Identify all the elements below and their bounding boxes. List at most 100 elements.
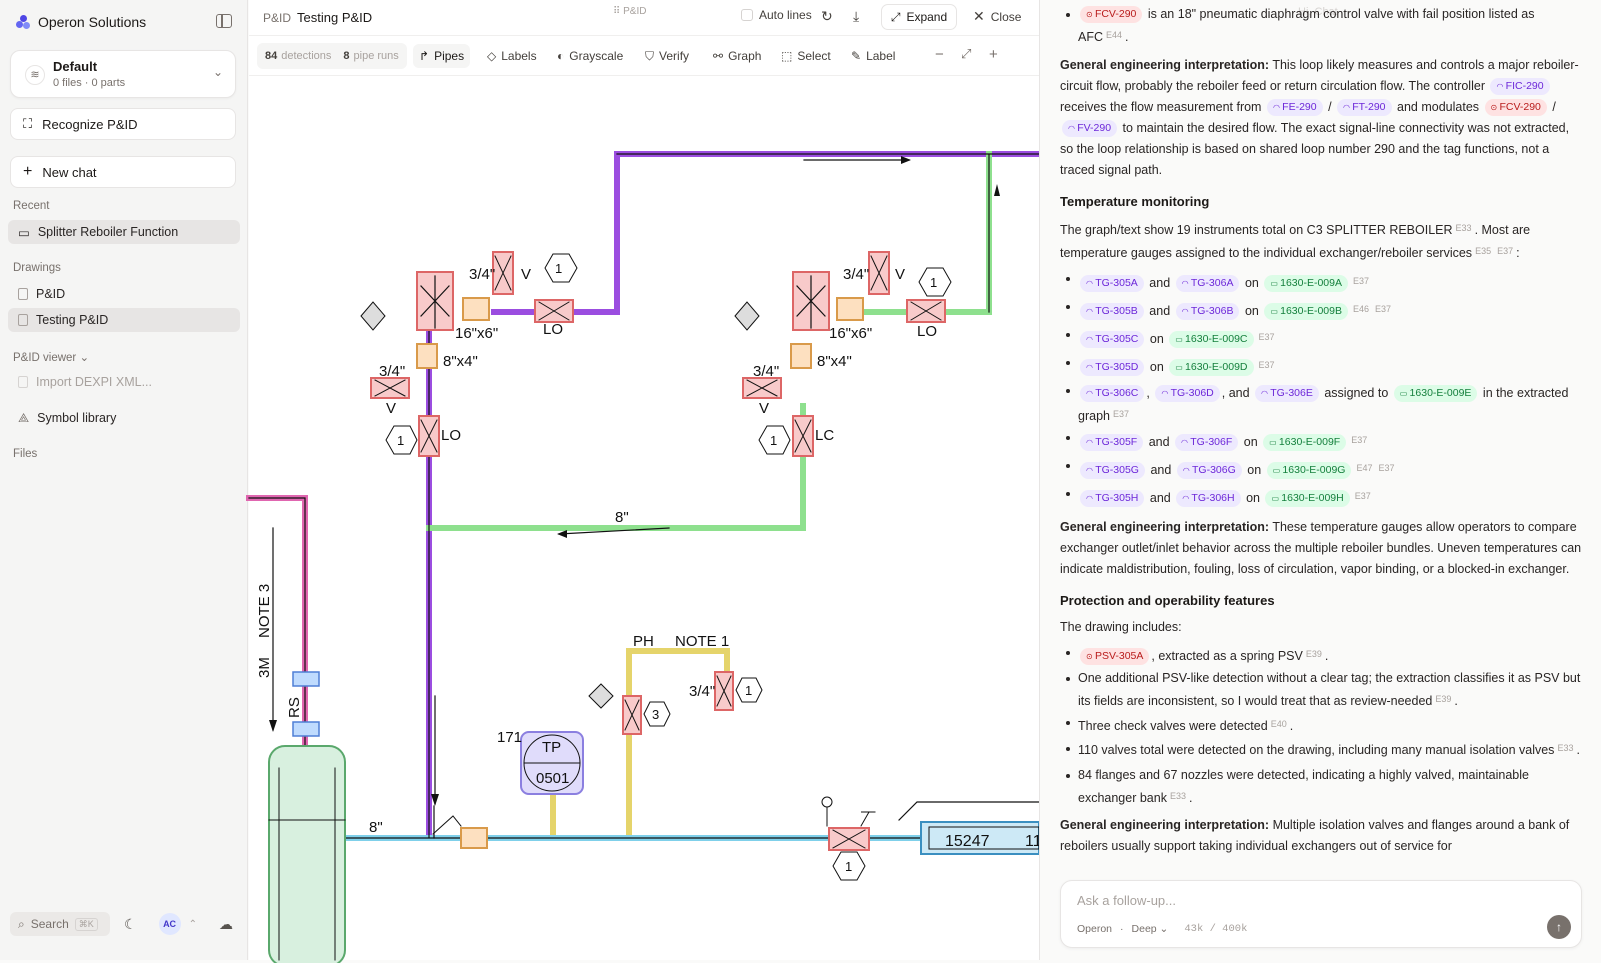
evidence-ref[interactable]: E37 (1378, 463, 1395, 473)
evidence-ref[interactable]: E35 (1475, 246, 1492, 256)
evidence-ref[interactable]: E37 (1375, 304, 1392, 314)
drawing-item-testing-pid[interactable]: Testing P&ID (8, 308, 240, 332)
download-icon[interactable]: ⤓ (853, 8, 860, 24)
zoom-in-icon[interactable]: + (989, 46, 998, 63)
evidence-ref[interactable]: E37 (1112, 409, 1129, 419)
evidence-ref[interactable]: E39 (1435, 694, 1452, 704)
evidence-ref[interactable]: E33 (1557, 743, 1574, 753)
sidebar-toggle-icon[interactable] (216, 14, 232, 28)
tag-chip[interactable]: 1630-E-009B (1264, 303, 1348, 320)
tag-chip[interactable]: TG-306B (1175, 303, 1240, 320)
tag-chip[interactable]: TG-306A (1175, 275, 1240, 292)
workspace-selector[interactable]: ≋ Default 0 files · 0 parts ⌄ (10, 50, 236, 98)
new-chat-button[interactable]: +New chat (10, 156, 236, 188)
close-button[interactable]: ✕Close (973, 8, 1021, 25)
tag-chip[interactable]: 1630-E-009A (1264, 275, 1348, 292)
drag-handle[interactable]: ⠿ P&ID (613, 6, 647, 17)
evidence-ref[interactable]: E37 (1258, 332, 1275, 342)
tag-chip[interactable]: TG-305G (1080, 462, 1145, 479)
auto-lines-toggle[interactable]: Auto lines (741, 8, 812, 22)
tag-chip[interactable]: 1630-E-009E (1393, 385, 1478, 402)
evidence-ref[interactable]: E47 (1356, 463, 1373, 473)
tag-chip[interactable]: TG-306E (1255, 385, 1319, 402)
tag-chip[interactable]: 1630-E-009C (1169, 331, 1254, 348)
tag-chip[interactable]: TG-306H (1176, 490, 1241, 507)
tag-chip[interactable]: TG-306C (1080, 385, 1145, 402)
rs-label: RS (286, 697, 303, 718)
evidence-ref[interactable]: E33 (1169, 791, 1186, 801)
tool-grayscale[interactable]: ◐Grayscale (551, 44, 629, 68)
ph-label: PH (633, 633, 654, 650)
import-dexpi-item[interactable]: Import DEXPI XML... (8, 370, 240, 394)
pid-drawing[interactable]: 3/4" V 1 LO 16"x6" 8"x4" 3/4" V 1 LO 3/4… (246, 76, 1042, 963)
evidence-ref[interactable]: E37 (1351, 435, 1368, 445)
model-selector[interactable]: Operon (1077, 923, 1113, 935)
chat-panel: Hi, Chat FCV-290 is an 18" pneumatic dia… (1039, 0, 1601, 960)
tag-chip[interactable]: TG-306F (1175, 434, 1239, 451)
expand-button[interactable]: ⤢Expand (881, 4, 957, 30)
evidence-ref[interactable]: E33 (1455, 223, 1472, 233)
tag-chip[interactable]: 1630-E-009D (1169, 359, 1254, 376)
size-label: 3/4" (469, 266, 495, 283)
pid-viewer-section[interactable]: P&ID viewer ⌄ (13, 352, 90, 364)
chevron-up-icon[interactable]: ⌃ (188, 918, 197, 930)
evidence-ref[interactable]: E39 (1305, 649, 1322, 659)
tag-chip[interactable]: 1630-E-009G (1266, 462, 1352, 479)
org-switcher[interactable]: Operon Solutions (16, 14, 146, 30)
tag-chip[interactable]: FE-290 (1266, 99, 1323, 116)
tag-chip[interactable]: TG-305A (1080, 275, 1144, 292)
follow-up-input[interactable]: Ask a follow-up... Operon·Deep ⌄43k / 40… (1060, 880, 1582, 948)
send-button[interactable]: ↑ (1547, 915, 1571, 939)
tool-labels[interactable]: ◇Labels (481, 44, 543, 68)
select-icon: ⬚ (781, 49, 793, 63)
drawing-item-pid[interactable]: P&ID (8, 282, 240, 306)
recent-chat-item[interactable]: ▭Splitter Reboiler Function (8, 220, 240, 244)
tag-chip[interactable]: TG-306D (1155, 385, 1220, 402)
tag-chip[interactable]: FIC-290 (1490, 78, 1550, 95)
paragraph: The graph/text show 19 instruments total… (1060, 223, 1531, 260)
tag-chip[interactable]: FT-290 (1337, 99, 1392, 116)
tag-chip[interactable]: FCV-290 (1080, 6, 1143, 23)
tag-chip[interactable]: PSV-305A (1080, 648, 1150, 665)
moon-icon[interactable]: ☾ (124, 915, 137, 932)
tag-chip[interactable]: TG-306G (1176, 462, 1242, 479)
tool-select[interactable]: ⬚Select (775, 44, 837, 68)
symbol-library-item[interactable]: ⟁Symbol library (8, 406, 240, 430)
tag-chip[interactable]: TG-305D (1080, 359, 1145, 376)
tag-chip[interactable]: FCV-290 (1484, 99, 1547, 116)
tool-pipes[interactable]: ↱Pipes (413, 44, 471, 68)
evidence-ref[interactable]: E37 (1354, 491, 1371, 501)
tool-graph[interactable]: ⚯Graph (707, 44, 767, 68)
drawing-canvas[interactable]: 3/4" V 1 LO 16"x6" 8"x4" 3/4" V 1 LO 3/4… (246, 76, 1042, 963)
evidence-ref[interactable]: E37 (1258, 360, 1275, 370)
evidence-ref[interactable]: E37 (1353, 276, 1370, 286)
tag-chip[interactable]: TG-305B (1080, 303, 1144, 320)
tag-chip[interactable]: 1630-E-009H (1265, 490, 1350, 507)
size-label: 3/4" (753, 363, 779, 380)
evidence-ref[interactable]: E46 (1353, 304, 1370, 314)
avatar[interactable]: AC (158, 913, 181, 935)
evidence-ref[interactable]: E40 (1270, 719, 1287, 729)
refresh-icon[interactable]: ↻ (821, 8, 833, 24)
tag-chip[interactable]: 1630-E-009F (1263, 434, 1347, 451)
hex-label: 1 (745, 683, 752, 698)
fit-screen-icon[interactable]: ⤢ (961, 46, 972, 61)
recognize-pid-button[interactable]: ⛶Recognize P&ID (10, 108, 236, 140)
tool-verify[interactable]: ⛉Verify (639, 44, 695, 68)
tag-chip[interactable]: TG-305F (1080, 434, 1144, 451)
evidence-ref[interactable]: E37 (1497, 246, 1514, 256)
list-item: One additional PSV-like detection withou… (1060, 668, 1582, 712)
tag-chip[interactable]: TG-305C (1080, 331, 1145, 348)
tool-label[interactable]: ✎Label (845, 44, 901, 68)
zoom-out-icon[interactable]: − (935, 46, 944, 63)
cloud-upload-icon[interactable]: ☁ (218, 915, 233, 932)
evidence-ref[interactable]: E44 (1106, 30, 1123, 40)
search-button[interactable]: ⌕Search⌘K (10, 912, 110, 936)
tag-chip[interactable]: TG-305H (1080, 490, 1145, 507)
tag-chip[interactable]: FV-290 (1062, 120, 1118, 137)
mode-selector[interactable]: Deep ⌄ (1131, 923, 1169, 935)
breadcrumb-parent[interactable]: P&ID (263, 11, 292, 25)
